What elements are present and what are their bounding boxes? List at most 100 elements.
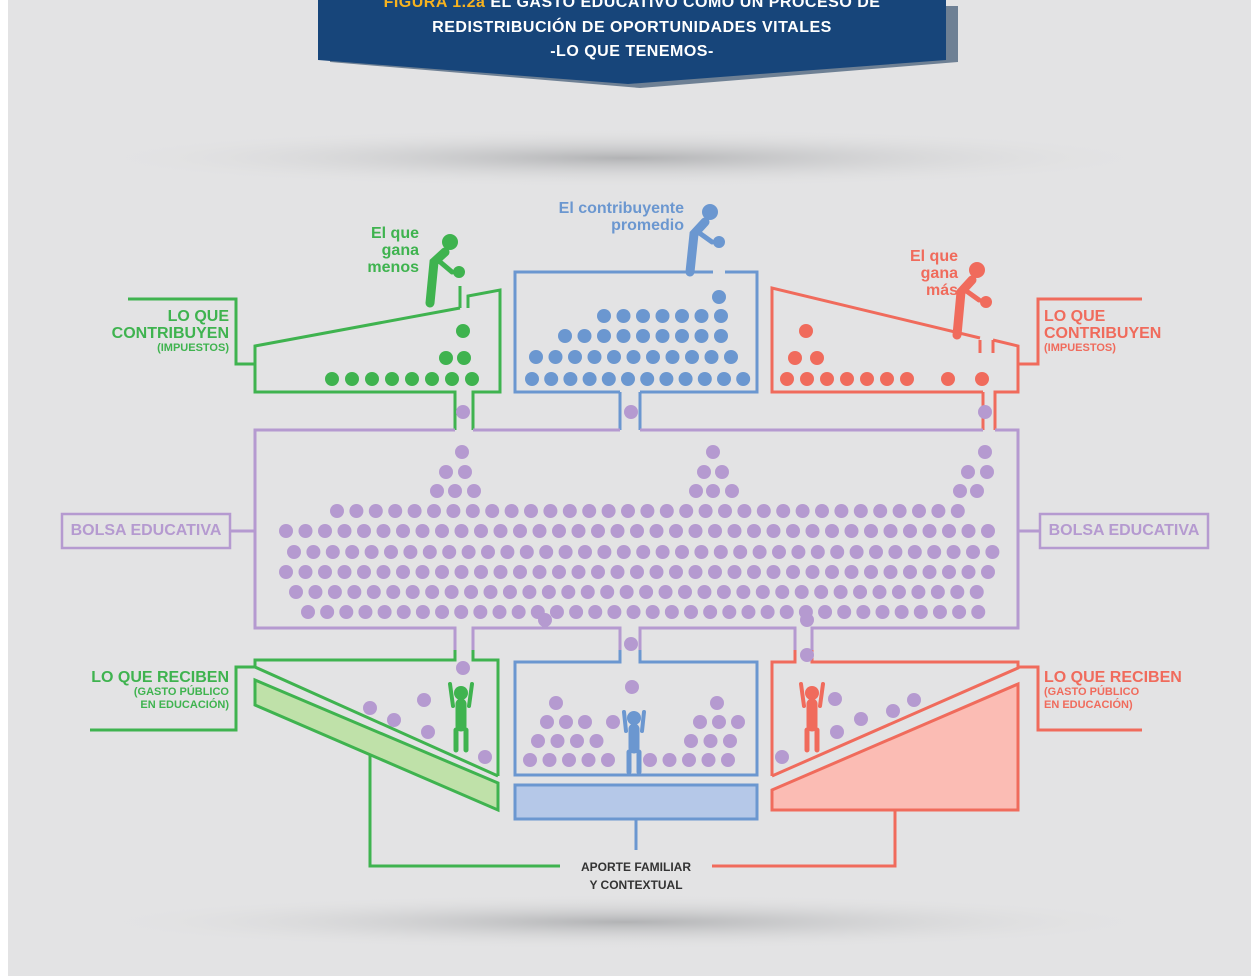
pool-dot [856,605,871,619]
high-earner-tax-dot [810,351,824,365]
falling-dot [624,637,638,651]
average-tax-dot [736,372,751,386]
pool-dot [741,605,756,619]
received-dot [540,715,554,729]
pool-dot [549,605,564,619]
pool-dot [444,585,459,599]
pool-dot [502,585,517,599]
left-contribute-label: LO QUE CONTRIBUYEN (IMPUESTOS) [112,308,229,355]
pool-dot [688,565,703,579]
pool-dot [966,545,980,559]
average-tax-dot [621,372,635,386]
person-average-icon [685,204,725,277]
received-dot [721,753,735,767]
average-tax-dot [694,309,709,323]
pool-dot [500,545,515,559]
pool-dot [791,545,806,559]
average-tax-dot [655,309,670,323]
high-earner-tax-dot [788,351,802,365]
pool-dot [913,605,928,619]
left-contribute-line3: (IMPUESTOS) [157,342,229,354]
average-tax-dot [685,350,699,364]
received-dot [693,715,707,729]
pool-dot [655,545,670,559]
pool-dot [610,524,625,538]
pool-dot [601,504,616,518]
pool-dot [357,524,371,538]
pool-dot [888,545,903,559]
pool-dot [396,565,410,579]
falling-dot [456,661,470,675]
received-dot [775,750,789,764]
pool-dot [875,605,890,619]
pool-dot [522,585,537,599]
pool-dot [891,585,906,599]
pool-dot [830,545,845,559]
pool-dot [930,585,945,599]
pool-dot [733,545,748,559]
pool-dot [630,524,644,538]
received-dot [363,701,377,715]
high-earner-label-line2: gana [920,265,958,282]
pool-dot [306,545,321,559]
pool-dot [347,585,362,599]
high-earner-label: El que gana más [910,248,958,299]
low-earner-tax-dot [365,372,379,386]
pool-dot [872,585,887,599]
average-receive-container [513,650,759,777]
pool-dot [298,565,313,579]
family-line-green [368,755,560,868]
low-earner-tax-dot [457,351,471,365]
average-tax-dot [597,309,611,323]
average-tax-dot [694,329,709,343]
pool-dot [775,585,790,599]
low-earner-tax-dot [445,372,459,386]
low-earner-tax-dot [439,351,453,365]
pool-dot [448,484,462,498]
average-tax-dot [616,309,631,323]
pool-right-label-box [1038,512,1210,550]
average-tax-dot [665,350,680,364]
falling-dot [456,405,470,419]
average-tax-container [513,270,759,430]
received-dot [606,715,620,729]
pool-dot [736,585,751,599]
pool-dot [950,504,965,518]
received-dot [625,680,639,694]
pool-dot [619,585,634,599]
pool-dot [713,545,728,559]
education-pool-container [253,428,1020,650]
pool-dot [708,524,722,538]
pool-dot [779,605,794,619]
right-contribute-line1: LO QUE [1044,308,1106,325]
pool-dot [950,585,965,599]
pool-dot [844,565,859,579]
received-dot [531,734,545,748]
received-dot [570,734,584,748]
pool-dot [493,565,508,579]
pool-dot [697,585,712,599]
pool-dot [703,605,718,619]
falling-dot [624,405,638,419]
average-tax-dot [568,350,582,364]
pool-dot [558,545,573,559]
pool-dot [727,565,742,579]
low-earner-label-line2: gana [381,242,419,259]
average-tax-dot [529,350,543,364]
pool-dot [539,545,554,559]
title-banner [318,0,958,88]
pool-dot [756,504,771,518]
receiver-low-earner-icon [448,682,474,753]
pool-dot [942,524,956,538]
high-earner-tax-dot [900,372,914,386]
pool-dot [327,585,342,599]
left-receive-label: LO QUE RECIBEN (GASTO PÚBLICO EN EDUCACI… [91,669,229,712]
right-receive-line2: (GASTO PÚBLICO [1044,686,1140,698]
left-receive-line1: LO QUE RECIBEN [91,669,229,686]
pool-dot [894,605,909,619]
average-tax-dot [563,372,578,386]
low-earner-tax-dot [345,372,359,386]
average-tax-dot [678,372,693,386]
pool-dot [349,504,364,518]
